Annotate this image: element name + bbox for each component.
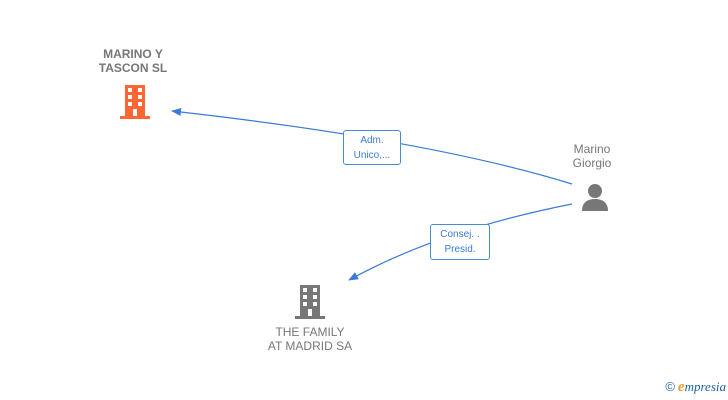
building-icon[interactable] [119,84,151,120]
node-label-the-family[interactable]: THE FAMILY AT MADRID SA [267,325,353,353]
copyright-icon: © [665,379,675,394]
person-icon[interactable] [580,182,610,212]
empresia-watermark: ©empresia [665,379,726,396]
edge-label-consej-presid[interactable]: Consej. . Presid. [430,224,490,260]
edge-label-adm-unico[interactable]: Adm. Unico,... [343,130,401,165]
node-label-marino-tascon[interactable]: MARINO Y TASCON SL [98,47,168,75]
empresia-logo-text: mpresia [684,379,726,394]
node-label-marino-giorgio[interactable]: Marino Giorgio [572,142,612,170]
building-icon[interactable] [294,284,326,320]
empresia-logo-e: e [677,379,685,395]
